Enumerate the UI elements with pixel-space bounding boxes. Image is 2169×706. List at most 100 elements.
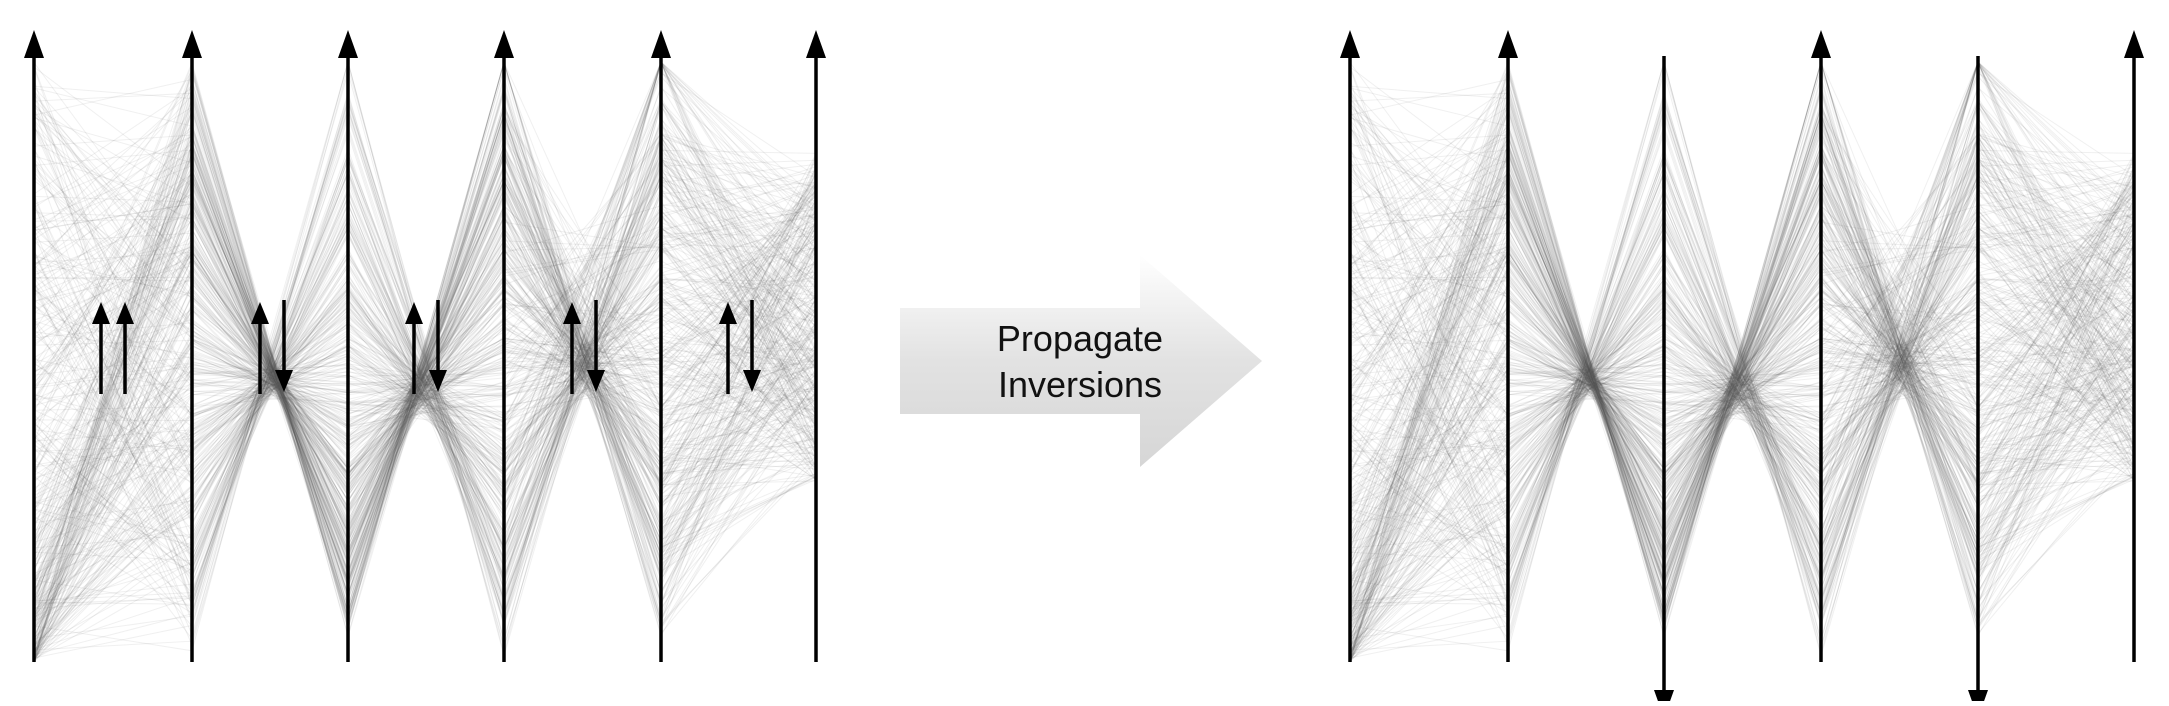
- polyline: [33, 337, 817, 581]
- polyline: [1349, 228, 2135, 607]
- polyline: [33, 145, 817, 557]
- polyline: [1349, 128, 2135, 470]
- polyline: [1349, 193, 2135, 562]
- polyline: [1349, 194, 2135, 411]
- polyline: [33, 134, 817, 564]
- polyline: [1349, 62, 2135, 501]
- polyline: [1349, 71, 2135, 628]
- polyline: [1349, 135, 2135, 589]
- polyline: [1349, 296, 2135, 438]
- polyline: [33, 240, 817, 443]
- polyline: [33, 107, 817, 533]
- polyline: [33, 246, 817, 505]
- polyline: [1349, 336, 2135, 562]
- polyline: [1349, 280, 2135, 454]
- polyline: [1349, 86, 2135, 624]
- polyline: [1349, 103, 2135, 451]
- polyline: [1349, 71, 2135, 477]
- polyline: [33, 139, 817, 447]
- polyline: [33, 230, 817, 487]
- polyline: [33, 240, 817, 539]
- polyline: [1349, 286, 2135, 521]
- polyline: [33, 105, 817, 605]
- polyline: [33, 142, 817, 561]
- polyline: [33, 240, 817, 510]
- polyline: [1349, 124, 2135, 603]
- polyline: [33, 132, 817, 602]
- polyline: [1349, 197, 2135, 655]
- polyline: [33, 208, 817, 581]
- polyline: [1349, 142, 2135, 540]
- polyline: [1349, 240, 2135, 510]
- polyline: [33, 129, 817, 578]
- polyline: [33, 92, 817, 615]
- polyline: [33, 109, 817, 651]
- polyline: [33, 249, 817, 502]
- polyline: [33, 102, 817, 474]
- polyline: [1349, 61, 2135, 662]
- polyline: [1349, 214, 2135, 663]
- polyline: [1349, 164, 2135, 615]
- polyline: [33, 124, 817, 661]
- polyline: [33, 296, 817, 637]
- polyline: [1349, 66, 2135, 558]
- polyline: [1349, 168, 2135, 552]
- polyline: [1349, 220, 2135, 550]
- polyline: [1349, 127, 2135, 587]
- polyline: [33, 98, 817, 639]
- polyline: [1349, 213, 2135, 654]
- polyline: [1349, 158, 2135, 428]
- polyline: [1349, 107, 2135, 533]
- polyline: [1349, 132, 2135, 635]
- polyline: [1349, 71, 2135, 625]
- polyline: [33, 152, 817, 595]
- polyline: [33, 170, 817, 623]
- polyline: [33, 162, 817, 660]
- polyline: [1349, 102, 2135, 625]
- polyline: [33, 340, 817, 541]
- polyline: [33, 130, 817, 658]
- polyline: [1349, 250, 2135, 617]
- polyline: [1349, 173, 2135, 585]
- polyline: [1349, 145, 2135, 569]
- polyline: [33, 247, 817, 553]
- polyline: [1349, 252, 2135, 441]
- polyline: [1349, 224, 2135, 639]
- polyline: [1349, 107, 2135, 643]
- polyline: [33, 157, 817, 454]
- polyline: [1349, 122, 2135, 612]
- polyline: [33, 179, 817, 542]
- polyline: [33, 227, 817, 563]
- polyline: [1349, 162, 2135, 660]
- polyline: [1349, 173, 2135, 617]
- polyline: [33, 212, 817, 544]
- polyline: [1349, 338, 2135, 615]
- polyline: [1349, 207, 2135, 476]
- polyline: [1349, 338, 2135, 590]
- polyline: [33, 110, 817, 597]
- polyline: [1349, 268, 2135, 663]
- polyline: [1349, 125, 2135, 603]
- polyline: [33, 316, 817, 652]
- polyline: [33, 85, 817, 600]
- polyline: [1349, 142, 2135, 662]
- polyline: [1349, 229, 2135, 513]
- polyline: [1349, 192, 2135, 649]
- polyline: [33, 242, 817, 654]
- polyline: [1349, 105, 2135, 605]
- polyline: [1349, 60, 2135, 621]
- polyline: [1349, 217, 2135, 489]
- polyline: [1349, 340, 2135, 541]
- polyline: [33, 135, 817, 570]
- polyline: [1349, 129, 2135, 578]
- polyline: [33, 179, 817, 494]
- polyline: [1349, 143, 2135, 573]
- polyline: [1349, 241, 2135, 646]
- polyline: [1349, 280, 2135, 620]
- polyline: [1349, 306, 2135, 582]
- polyline: [1349, 187, 2135, 463]
- polyline: [33, 214, 817, 503]
- polyline: [1349, 144, 2135, 591]
- polyline: [33, 227, 817, 497]
- polyline: [1349, 184, 2135, 542]
